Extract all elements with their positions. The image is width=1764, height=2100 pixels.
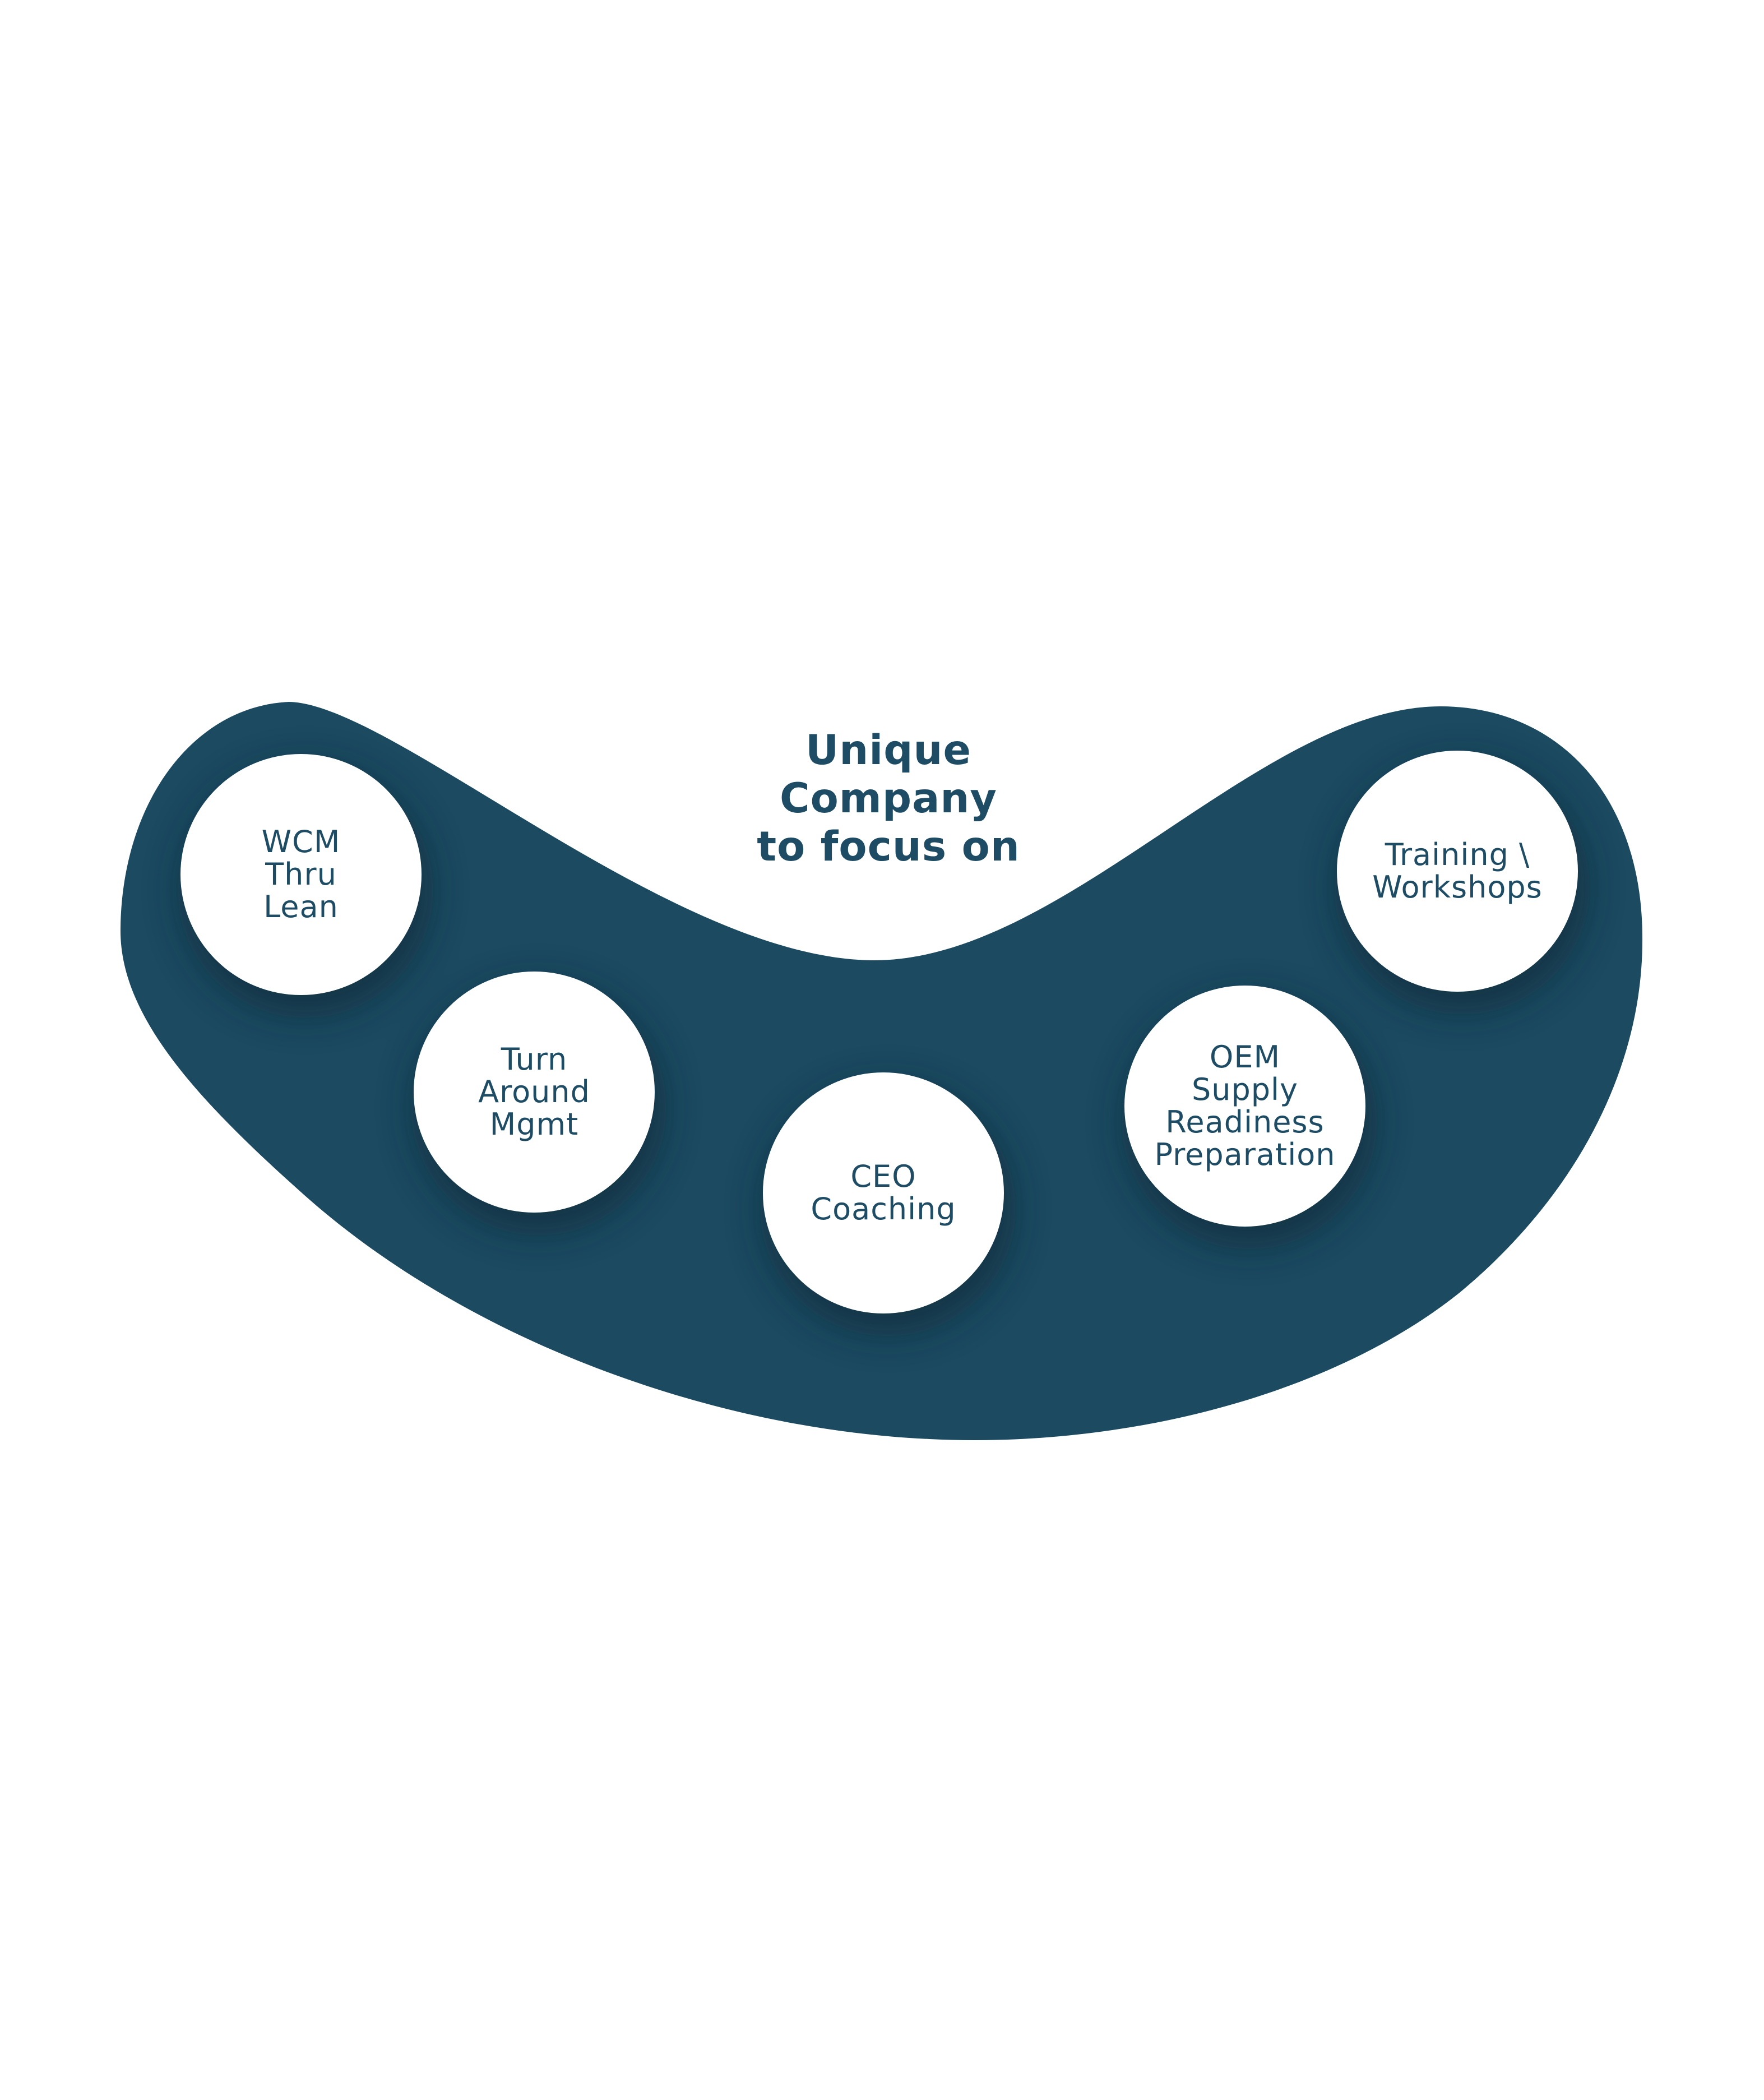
node-label: Training \ Workshops [1372,837,1543,905]
node-wcm-thru-lean: WCM Thru Lean [180,754,422,995]
diagram-title: Unique Company to focus on [757,727,1020,871]
node-label: WCM Thru Lean [261,824,341,924]
node-oem-supply-readiness-preparation: OEM Supply Readiness Preparation [1124,986,1365,1227]
blob-path [120,702,1643,1440]
node-turn-around-mgmt: Turn Around Mgmt [414,972,655,1213]
node-label: OEM Supply Readiness Preparation [1154,1039,1336,1172]
node-label: Turn Around Mgmt [478,1042,590,1142]
node-training-workshops: Training \ Workshops [1337,751,1578,992]
node-label: CEO Coaching [811,1159,956,1227]
node-ceo-coaching: CEO Coaching [763,1072,1004,1313]
